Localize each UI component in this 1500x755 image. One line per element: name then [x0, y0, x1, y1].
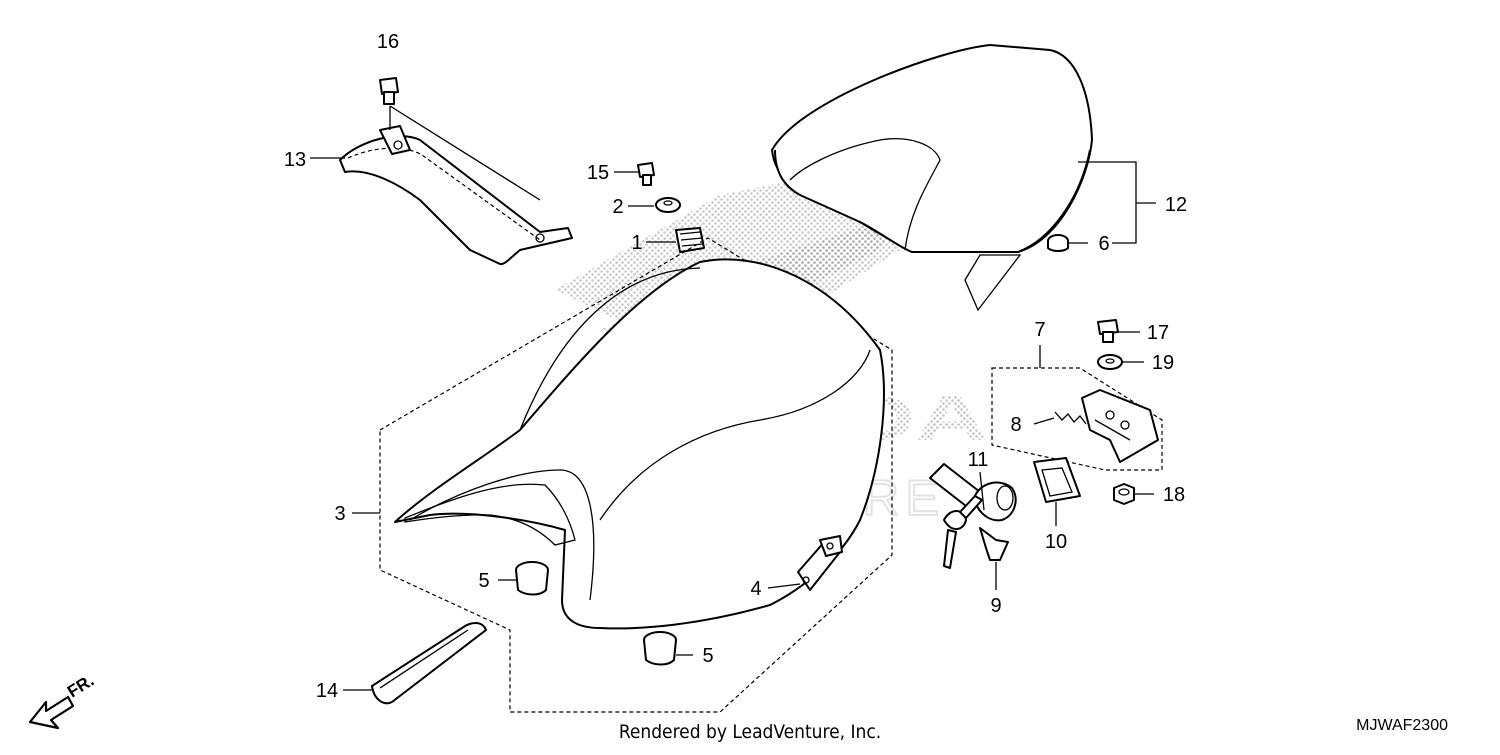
grab-strap-13 — [339, 125, 573, 266]
spring-8 — [1054, 411, 1087, 425]
callout-12: 12 — [1165, 194, 1187, 216]
band-14 — [371, 622, 487, 705]
bracket-4 — [797, 535, 843, 591]
grommet-1 — [675, 227, 705, 253]
seat-lock-7 — [1081, 389, 1159, 463]
callout-5-lower: 5 — [702, 645, 713, 667]
leader-lines — [310, 157, 1156, 691]
footer-credit: Rendered by LeadVenture, Inc. — [619, 721, 881, 743]
cushion-5-lower — [643, 631, 677, 666]
diagram-code: MJWAF2300 — [1356, 717, 1448, 734]
callout-1: 1 — [631, 232, 642, 254]
callout-14: 14 — [316, 680, 338, 702]
front-direction-arrow: FR. — [28, 671, 97, 730]
callout-13: 13 — [284, 149, 306, 171]
pillion-seat-12 — [771, 44, 1093, 312]
key-cylinder-11 — [929, 463, 1017, 569]
bolt-15 — [637, 162, 655, 186]
callout-17: 17 — [1147, 322, 1169, 344]
cushion-6 — [1047, 234, 1069, 252]
callout-7: 7 — [1034, 319, 1045, 341]
washer-19 — [1097, 354, 1123, 370]
callout-19: 19 — [1152, 352, 1174, 374]
callout-4: 4 — [750, 578, 761, 600]
callout-18: 18 — [1163, 484, 1185, 506]
clip-9 — [979, 527, 1009, 561]
rider-seat-3 — [394, 258, 885, 630]
bolt-16 — [379, 77, 399, 105]
washer-2 — [655, 197, 681, 213]
cushion-5-upper — [515, 561, 549, 596]
nut-18 — [1113, 483, 1135, 505]
leader-16-13 — [389, 105, 541, 201]
seal-10 — [1033, 457, 1081, 503]
callout-8: 8 — [1010, 414, 1021, 436]
bolt-17 — [1097, 319, 1119, 343]
callout-5-upper: 5 — [478, 570, 489, 592]
callout-16: 16 — [377, 31, 399, 53]
callout-6: 6 — [1098, 233, 1109, 255]
callout-10: 10 — [1045, 531, 1067, 553]
callout-9: 9 — [990, 595, 1001, 617]
callout-15: 15 — [587, 162, 609, 184]
callout-2: 2 — [612, 196, 623, 218]
callout-11: 11 — [968, 449, 989, 471]
callout-3: 3 — [334, 503, 345, 525]
lock-assembly-outline — [991, 367, 1163, 471]
